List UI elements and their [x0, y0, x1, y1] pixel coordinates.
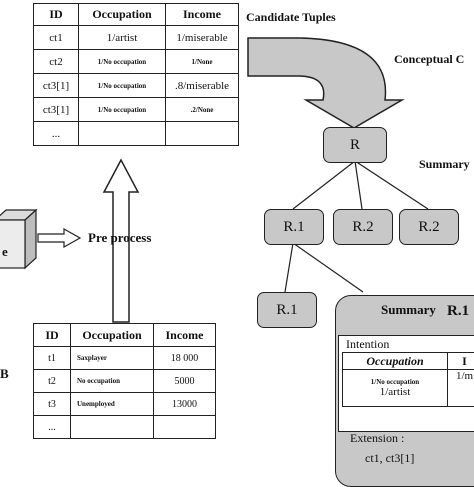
cell-id: ... [34, 122, 79, 146]
hierarchy-node-r2: R.2 [333, 209, 393, 245]
table-row: ... [34, 416, 216, 439]
cell-income: 18 000 [154, 347, 216, 370]
cell-id: ct1 [34, 26, 79, 50]
column-header: ID [34, 324, 71, 347]
column-header: Occupation [71, 324, 154, 347]
table-row: t2 No occupation 5000 [34, 370, 216, 393]
cell-id: ct3[1] [34, 98, 79, 122]
cell-occupation: No occupation [71, 370, 154, 393]
table-header-row: ID Occupation Income [34, 324, 216, 347]
table-header-row: Occupation I [343, 353, 474, 370]
intention-label: Intention [346, 337, 389, 352]
column-header: Occupation [79, 4, 166, 26]
table-row: ... [34, 122, 239, 146]
summary-side-label: Summary [419, 157, 470, 172]
conceptual-label: Conceptual C [394, 52, 464, 67]
cell-occupation: 1/No occupation [79, 74, 166, 98]
table-row: ct3[1] 1/No occupation .8/miserable [34, 74, 239, 98]
table-row: t3 Unemployed 13000 [34, 393, 216, 416]
summary-id: R.1 [447, 303, 469, 320]
right-arrow-icon [38, 229, 80, 247]
column-header: ID [34, 4, 79, 26]
database-table: ID Occupation Income t1 Saxplayer 18 000… [33, 323, 216, 439]
cell-id: t2 [34, 370, 71, 393]
cell-income [154, 416, 216, 439]
cell-occupation: 1/No occupation [79, 50, 166, 74]
cell-occupation: 1/No occupation [79, 98, 166, 122]
candidate-tuples-table: ID Occupation Income ct1 1/artist 1/mise… [33, 3, 239, 146]
cell-occupation: Unemployed [71, 393, 154, 416]
cell-income: 1/m [448, 370, 474, 407]
cell-occupation: 1/artist [79, 26, 166, 50]
cube-label: e [2, 244, 8, 260]
table-row: t1 Saxplayer 18 000 [34, 347, 216, 370]
cell-occupation: Saxplayer [71, 347, 154, 370]
column-header: I [448, 353, 474, 370]
hierarchy-node-r2b: R.2 [399, 209, 459, 245]
cell-income: 1/None [166, 50, 239, 74]
candidate-tuples-title: Candidate Tuples [246, 10, 336, 25]
cell-id: ct3[1] [34, 74, 79, 98]
hierarchy-node-r1-child: R.1 [257, 292, 317, 328]
cell-id: ... [34, 416, 71, 439]
cell-occupation [79, 122, 166, 146]
extension-value: ct1, ct3[1] [365, 451, 414, 466]
cell-income: 5000 [154, 370, 216, 393]
table-row: ct2 1/No occupation 1/None [34, 50, 239, 74]
cell-occupation [71, 416, 154, 439]
column-header: Occupation [343, 353, 448, 370]
cell-id: t3 [34, 393, 71, 416]
cell-id: t1 [34, 347, 71, 370]
table-row: ct1 1/artist 1/miserable [34, 26, 239, 50]
hierarchy-node-root: R [323, 127, 387, 163]
table-row: 1/No occupation 1/artist 1/m [343, 370, 474, 407]
cell-small-text: 1/No occupation [343, 378, 447, 386]
intention-table: Occupation I 1/No occupation 1/artist 1/… [342, 352, 474, 407]
cell-income: .8/miserable [166, 74, 239, 98]
table-row: ct3[1] 1/No occupation .2/None [34, 98, 239, 122]
cell-occupation: 1/No occupation 1/artist [343, 370, 448, 407]
cell-income: 13000 [154, 393, 216, 416]
cell-main-text: 1/artist [343, 386, 447, 398]
extension-label: Extension : [350, 431, 404, 446]
curved-arrow-icon [248, 38, 402, 128]
cell-income [166, 122, 239, 146]
preprocess-label: Pre process [88, 230, 151, 246]
summary-title: Summary [381, 302, 436, 318]
hierarchy-node-r1: R.1 [264, 209, 324, 245]
table-header-row: ID Occupation Income [34, 4, 239, 26]
cell-id: ct2 [34, 50, 79, 74]
column-header: Income [166, 4, 239, 26]
column-header: Income [154, 324, 216, 347]
cell-income: 1/miserable [166, 26, 239, 50]
cell-income: .2/None [166, 98, 239, 122]
database-label: B [0, 366, 9, 382]
